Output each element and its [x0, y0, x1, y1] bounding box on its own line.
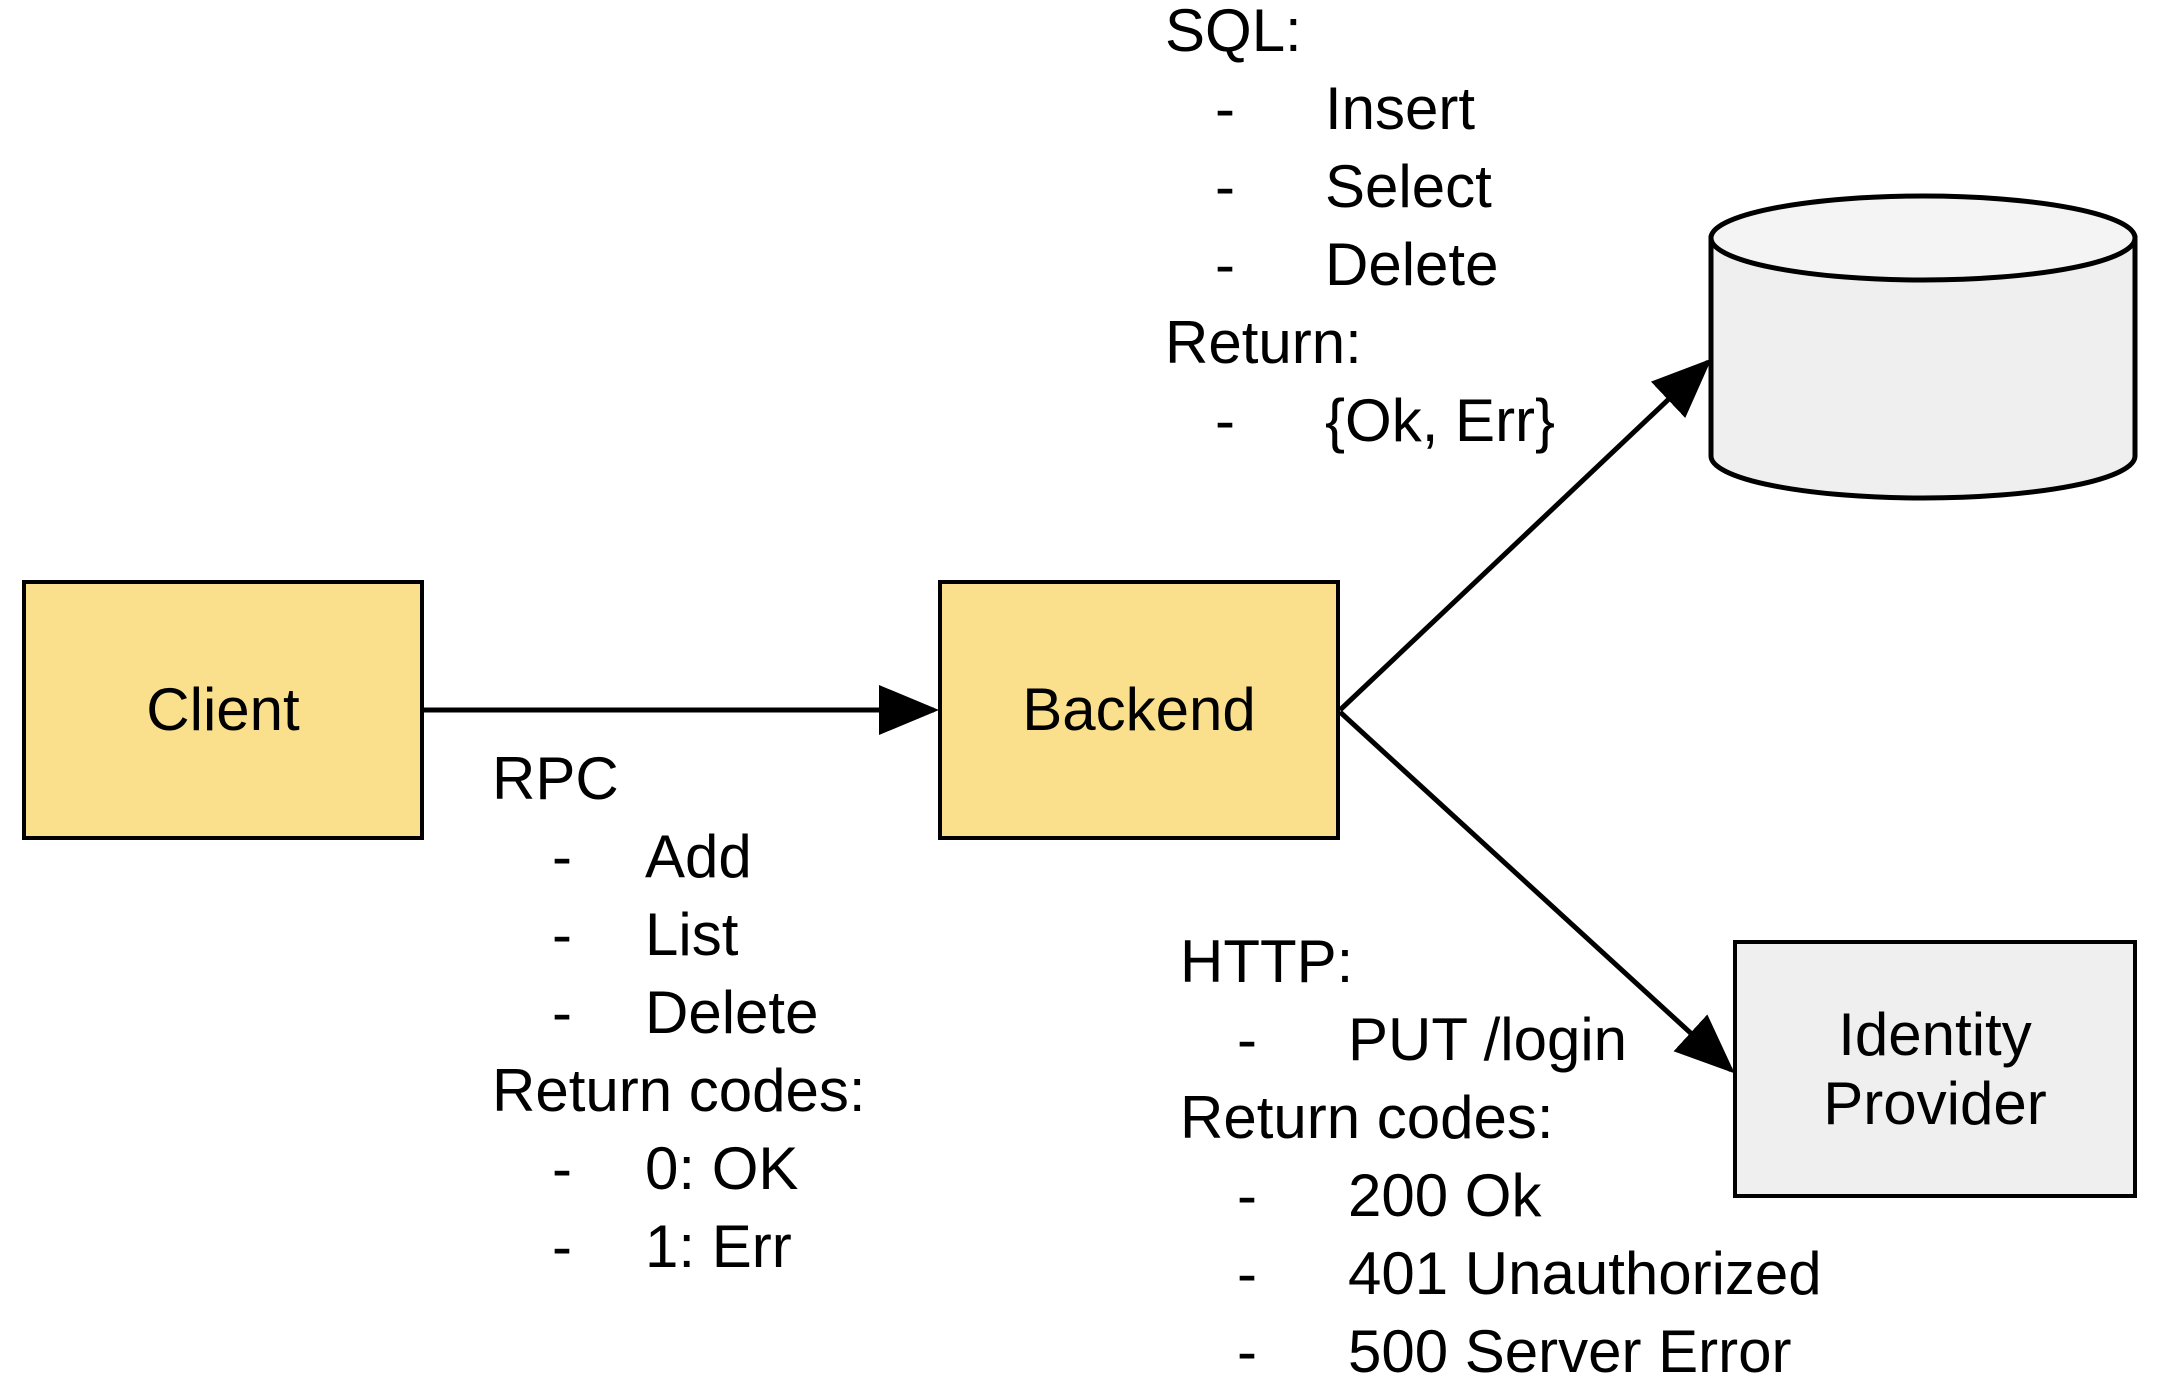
annotation-http-heading: HTTP: [1180, 928, 1354, 995]
annotation-sql-bullet: - Insert [1165, 70, 1475, 148]
annotation-rpc-subheading: Return codes: [492, 1057, 866, 1124]
annotation-http-sub-bullet: - 500 Server Error [1180, 1313, 1792, 1391]
annotation-http-sub-bullet-text: 500 Server Error [1348, 1318, 1792, 1385]
bullet-dash-icon: - [1237, 1162, 1257, 1229]
bullet-dash-icon: - [1237, 1318, 1257, 1385]
bullet-dash-icon: - [552, 1213, 572, 1280]
annotation-rpc-sub-bullet: - 0: OK [492, 1130, 866, 1208]
annotation-sql-sub-bullet: - {Ok, Err} [1165, 382, 1555, 460]
bullet-dash-icon: - [552, 823, 572, 890]
bullet-dash-icon: - [552, 901, 572, 968]
annotation-rpc-sub-bullet-text: 1: Err [645, 1213, 792, 1280]
annotation-http-sub-bullet-text: 200 Ok [1348, 1162, 1542, 1229]
bullet-dash-icon: - [1215, 153, 1235, 220]
annotation-http-bullet: - PUT /login [1180, 1001, 1627, 1079]
bullet-dash-icon: - [552, 979, 572, 1046]
node-db[interactable]: DB [1707, 192, 2139, 502]
annotation-http-bullet-text: PUT /login [1348, 1006, 1628, 1073]
annotation-rpc-bullet: - Delete [492, 974, 866, 1052]
annotation-sql-subheading: Return: [1165, 309, 1362, 376]
annotation-sql-bullet: - Delete [1165, 226, 1498, 304]
bullet-dash-icon: - [552, 1135, 572, 1202]
annotation-http-sub-bullet-text: 401 Unauthorized [1348, 1240, 1822, 1307]
annotation-http-subheading: Return codes: [1180, 1084, 1554, 1151]
annotation-http: HTTP: - PUT /login Return codes: - 200 O… [1180, 923, 1822, 1391]
annotation-rpc-sub-bullet-text: 0: OK [645, 1135, 799, 1202]
annotation-rpc-bullet-text: Delete [645, 979, 819, 1046]
bullet-dash-icon: - [1215, 75, 1235, 142]
annotation-sql-bullet: - Select [1165, 148, 1492, 226]
annotation-http-sub-bullet: - 401 Unauthorized [1180, 1235, 1822, 1313]
node-client[interactable]: Client [22, 580, 424, 840]
annotation-rpc-bullet: - Add [492, 818, 866, 896]
bullet-dash-icon: - [1215, 387, 1235, 454]
annotation-http-sub-bullet: - 200 Ok [1180, 1157, 1554, 1235]
bullet-dash-icon: - [1237, 1240, 1257, 1307]
annotation-rpc-sub-bullet: - 1: Err [492, 1208, 866, 1286]
annotation-sql-bullet-text: Insert [1325, 75, 1476, 142]
node-identity-provider-label-line1: Identity [1838, 1001, 2032, 1068]
annotation-rpc: RPC - Add - List - Delete Return codes: … [492, 740, 866, 1286]
db-cylinder-shape [1708, 193, 2138, 501]
node-backend-label: Backend [1022, 676, 1256, 744]
annotation-rpc-bullet-text: List [645, 901, 739, 968]
annotation-rpc-heading: RPC [492, 745, 619, 812]
annotation-sql-bullet-text: Delete [1325, 231, 1499, 298]
annotation-sql-sub-bullet-text: {Ok, Err} [1325, 387, 1556, 454]
bullet-dash-icon: - [1215, 231, 1235, 298]
annotation-sql: SQL: - Insert - Select - Delete Return: … [1165, 0, 1555, 460]
annotation-sql-heading: SQL: [1165, 0, 1302, 64]
node-backend[interactable]: Backend [938, 580, 1340, 840]
node-db-label: DB [2139, 317, 2178, 386]
node-identity-provider[interactable]: Identity Provider [1733, 940, 2137, 1198]
annotation-rpc-bullet: - List [492, 896, 866, 974]
node-client-label: Client [146, 676, 300, 744]
node-identity-provider-label-line2: Provider [1823, 1070, 2047, 1137]
annotation-sql-bullet-text: Select [1325, 153, 1492, 220]
bullet-dash-icon: - [1237, 1006, 1257, 1073]
annotation-rpc-bullet-text: Add [645, 823, 752, 890]
